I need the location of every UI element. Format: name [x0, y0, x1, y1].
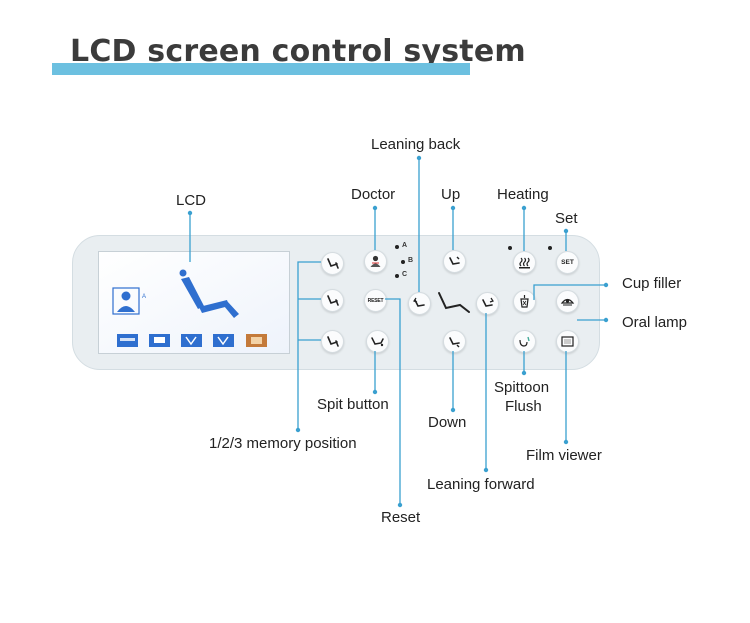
label-lcd: LCD	[176, 192, 207, 209]
label-memory-position: 1/2/3 memory position	[209, 435, 357, 452]
memory-icon	[327, 336, 339, 347]
indicator-dot-a	[395, 245, 399, 249]
label-down: Down	[428, 414, 467, 431]
set-button[interactable]: SET	[556, 251, 579, 274]
title-underline	[52, 63, 470, 75]
cup-filler-icon	[520, 295, 529, 308]
indicator-label-c: C	[402, 271, 408, 278]
label-film-viewer: Film viewer	[526, 447, 602, 464]
svg-text:A: A	[142, 294, 146, 300]
label-cup-filler: Cup filler	[622, 275, 682, 292]
set-indicator-dot	[548, 246, 552, 250]
indicator-label-a: A	[402, 242, 408, 249]
oral-lamp-button[interactable]	[556, 290, 579, 313]
set-button-text: SET	[561, 259, 574, 266]
heating-button[interactable]	[513, 251, 536, 274]
spit-button[interactable]	[366, 330, 389, 353]
label-set: Set	[555, 210, 578, 227]
memory-icon	[327, 295, 339, 306]
memory-3-button[interactable]	[321, 330, 344, 353]
lcd-chair-icon	[179, 269, 239, 318]
label-oral-lamp: Oral lamp	[622, 314, 688, 331]
reset-button[interactable]: RESET	[364, 289, 387, 312]
lean-forward-icon	[482, 297, 494, 307]
reset-button-text: RESET	[367, 297, 384, 304]
label-flush: Flush	[505, 398, 542, 415]
lean-back-icon	[413, 297, 425, 307]
flush-icon	[519, 336, 530, 347]
label-leaning-forward: Leaning forward	[427, 476, 535, 493]
label-doctor: Doctor	[351, 186, 396, 203]
lcd-screen: A	[98, 251, 290, 354]
label-heating: Heating	[497, 186, 549, 203]
down-button[interactable]	[443, 330, 466, 353]
indicator-label-b: B	[408, 257, 414, 264]
film-viewer-button[interactable]	[556, 330, 579, 353]
down-icon	[449, 337, 460, 348]
label-spit-button: Spit button	[317, 396, 389, 413]
label-reset: Reset	[381, 509, 421, 526]
indicator-dot-c	[395, 274, 399, 278]
indicator-dot-b	[401, 260, 405, 264]
lcd-thumbnail-row	[117, 334, 267, 347]
heating-indicator-dot	[508, 246, 512, 250]
label-spittoon: Spittoon	[494, 379, 550, 396]
up-icon	[449, 256, 460, 265]
heating-icon	[519, 257, 530, 269]
flush-button[interactable]	[513, 330, 536, 353]
lcd-doctor-icon: A	[112, 287, 146, 315]
spit-icon	[371, 337, 384, 347]
cup-filler-button[interactable]	[513, 290, 536, 313]
up-button[interactable]	[443, 250, 466, 273]
doctor-button[interactable]	[364, 250, 387, 273]
chair-icon	[436, 290, 472, 314]
memory-icon	[327, 258, 339, 269]
film-viewer-icon	[561, 336, 574, 347]
memory-2-button[interactable]	[321, 289, 344, 312]
doctor-icon	[370, 255, 381, 267]
label-up: Up	[441, 186, 461, 203]
lean-forward-button[interactable]	[476, 292, 499, 315]
lean-back-button[interactable]	[408, 292, 431, 315]
lcd-display-graphic: A	[99, 252, 289, 353]
memory-1-button[interactable]	[321, 252, 344, 275]
label-leaning-back: Leaning back	[371, 136, 461, 153]
oral-lamp-icon	[560, 298, 575, 306]
